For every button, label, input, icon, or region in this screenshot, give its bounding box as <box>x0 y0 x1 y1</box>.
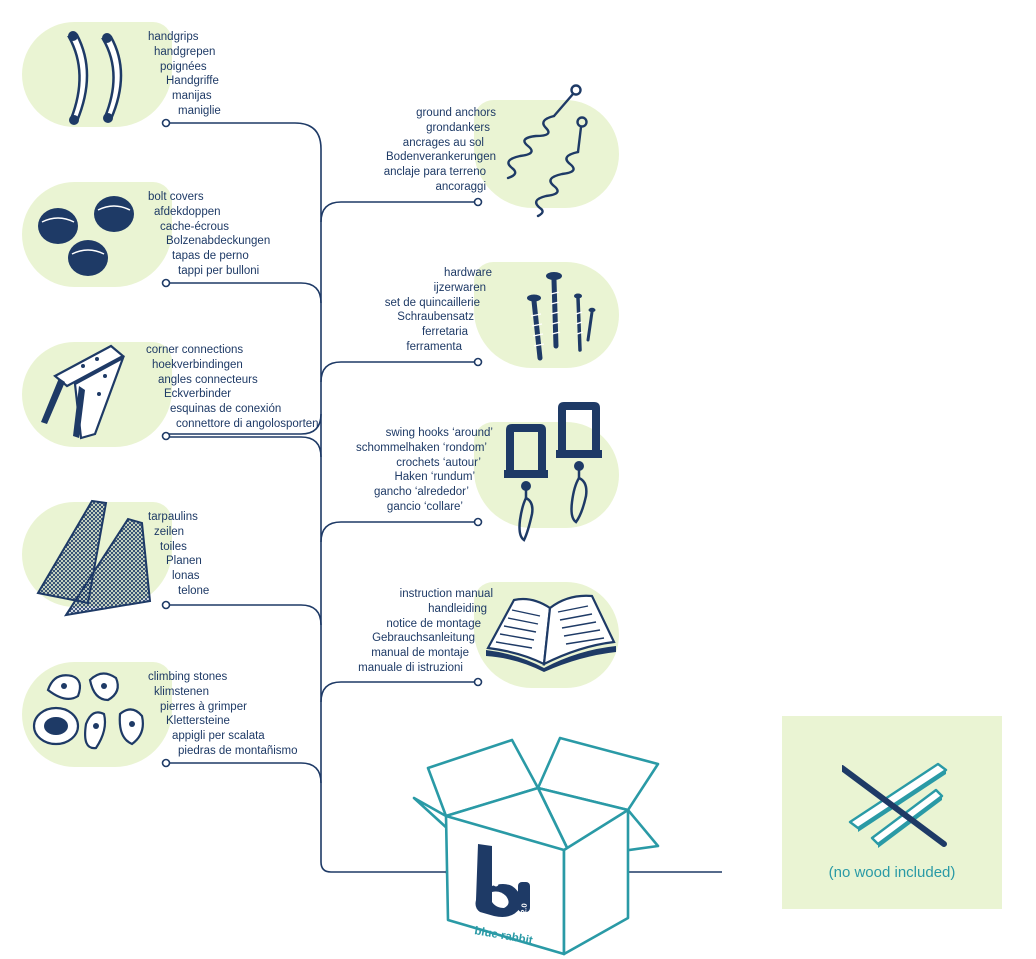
label-line: ancrages au sol <box>402 136 484 149</box>
swing-hook-icon <box>504 402 602 542</box>
label-line: Bodenverankerungen <box>386 151 496 164</box>
tarpaulins-labels: tarpaulins zeilen toiles Planen lonas te… <box>148 510 209 599</box>
label-line: ferramenta <box>406 340 462 353</box>
label-line: Eckverbinder <box>164 388 232 401</box>
label-line: hoekverbindingen <box>152 358 243 371</box>
label-line: handgrips <box>148 31 199 43</box>
book-icon <box>486 594 616 672</box>
label-line: angles connecteurs <box>158 373 258 386</box>
climbing-stone-icon <box>32 672 144 750</box>
label-line: tapas de perno <box>172 250 249 263</box>
climbing-stones-labels: climbing stones klimstenen pierres à gri… <box>148 670 298 759</box>
label-line: cache-écrous <box>160 220 230 233</box>
label-line: telone <box>178 584 210 597</box>
label-line: afdekdoppen <box>154 205 221 218</box>
crossed-wood-icon <box>842 762 948 848</box>
screw-icon <box>527 272 596 361</box>
label-line: handgrepen <box>154 45 216 58</box>
label-line: ferretaria <box>421 326 468 339</box>
label-line: schommelhaken ‘rondom’ <box>355 441 487 454</box>
label-line: manijas <box>172 90 212 103</box>
corner-connections-labels: corner connections hoekverbindingen angl… <box>146 343 319 432</box>
ground-anchors-labels: ground anchors grondankers ancrages au s… <box>384 106 496 195</box>
label-line: gancio ‘collare’ <box>386 500 463 513</box>
label-line: ground anchors <box>416 107 496 119</box>
label-line: instruction manual <box>399 588 493 600</box>
label-line: connettore di angolosporten <box>176 417 319 430</box>
instruction-manual-labels: instruction manual handleiding notice de… <box>358 587 493 676</box>
label-line: pierres à grimper <box>160 700 247 713</box>
label-line: hardware <box>444 267 492 279</box>
label-line: tarpaulins <box>148 511 198 523</box>
hardware-background <box>474 262 619 368</box>
bolt-covers-labels: bolt covers afdekdoppen cache-écrous Bol… <box>148 190 270 279</box>
no-wood-label: (no wood included) <box>828 864 956 881</box>
tarpaulin-icon <box>36 499 152 617</box>
label-line: poignées <box>160 60 207 73</box>
no-wood-panel <box>782 716 1002 909</box>
label-line: toiles <box>160 540 187 553</box>
label-line: anclaje para terreno <box>383 166 486 179</box>
label-line: Handgriffe <box>166 75 219 88</box>
label-line: esquinas de conexión <box>170 403 282 416</box>
label-line: lonas <box>172 570 200 583</box>
label-line: gancho ‘alrededor’ <box>373 486 469 499</box>
label-line: Schraubensatz <box>397 311 474 324</box>
label-line: bolt covers <box>148 191 204 203</box>
bolt-cover-icon <box>38 196 134 276</box>
label-line: maniglie <box>178 104 221 117</box>
label-line: crochets ‘autour’ <box>396 456 481 469</box>
hardware-labels: hardware ijzerwaren set de quincaillerie… <box>385 266 492 355</box>
label-line: zeilen <box>154 525 185 538</box>
label-line: grondankers <box>426 121 490 134</box>
label-line: klimstenen <box>154 685 209 698</box>
label-line: Bolzenabdeckungen <box>166 235 271 248</box>
label-line: notice de montage <box>386 617 481 630</box>
handgrip-icon <box>67 31 123 125</box>
label-line: corner connections <box>146 344 244 356</box>
label-line: set de quincaillerie <box>384 296 480 309</box>
label-line: ijzerwaren <box>433 281 486 294</box>
label-line: manuale di istruzioni <box>358 661 463 674</box>
label-line: tappi per bulloni <box>178 264 260 277</box>
label-line: manual de montaje <box>371 647 469 660</box>
label-line: piedras de montañismo <box>178 744 298 757</box>
handgrips-background <box>22 22 172 127</box>
label-line: Gebrauchsanleitung <box>372 632 475 645</box>
label-line: Planen <box>166 555 202 568</box>
label-line: appigli per scalata <box>172 730 265 743</box>
label-line: Haken ‘rundum’ <box>394 471 475 484</box>
handgrips-labels: handgrips handgrepen poignées Handgriffe… <box>148 30 221 119</box>
label-line: handleiding <box>428 602 487 615</box>
cardboard-box-icon: blue rabbit 2.0 <box>412 736 660 956</box>
brand-version-text: 2.0 <box>519 903 529 914</box>
label-line: ancoraggi <box>435 180 486 193</box>
swing-hooks-labels: swing hooks ‘around’ schommelhaken ‘rond… <box>356 426 493 515</box>
ground-anchor-icon <box>506 84 588 218</box>
label-line: climbing stones <box>148 671 228 683</box>
label-line: Klettersteine <box>166 715 230 728</box>
label-line: swing hooks ‘around’ <box>385 427 493 439</box>
corner-bracket-icon <box>41 344 126 440</box>
